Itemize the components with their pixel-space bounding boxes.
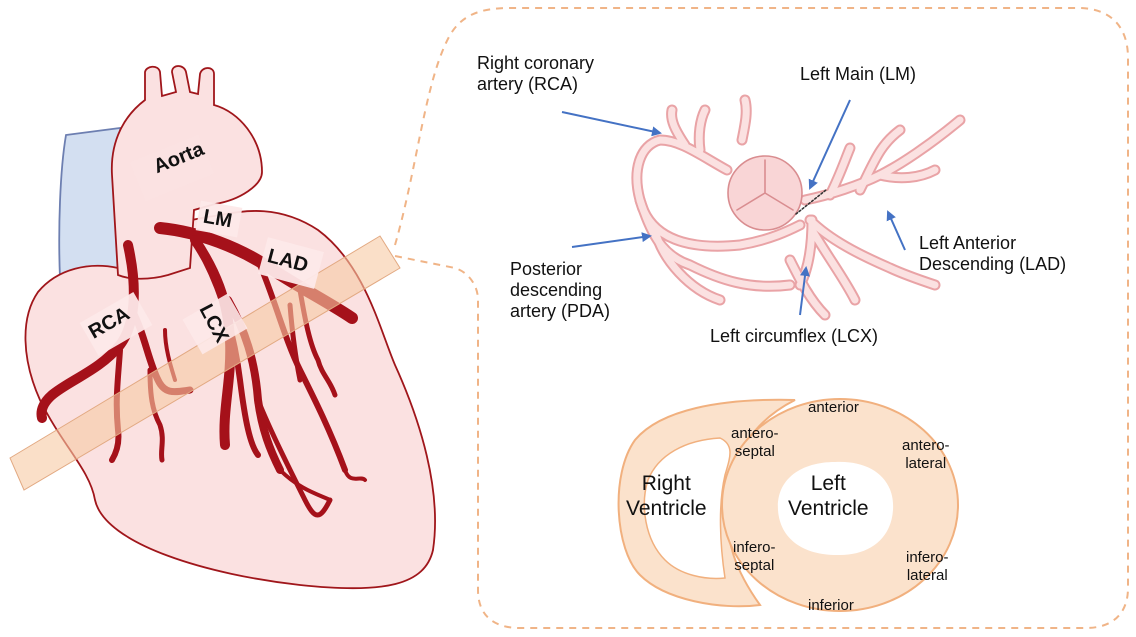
- coronary-tree: [637, 100, 960, 315]
- label-left-anterior-descending: Left Anterior Descending (LAD): [919, 233, 1066, 275]
- segment-anteroseptal: antero- septal: [731, 425, 779, 460]
- segment-inferolateral: infero- lateral: [906, 549, 949, 584]
- label-left-ventricle: Left Ventricle: [788, 472, 869, 522]
- label-left-main: Left Main (LM): [800, 64, 916, 85]
- segment-inferoseptal: infero- septal: [733, 539, 776, 574]
- segment-inferior: inferior: [808, 597, 854, 615]
- label-left-circumflex: Left circumflex (LCX): [710, 326, 878, 347]
- segment-anterolateral: antero- lateral: [902, 437, 950, 472]
- label-right-coronary-artery: Right coronary artery (RCA): [477, 53, 594, 95]
- label-posterior-descending-artery: Posterior descending artery (PDA): [510, 259, 610, 323]
- label-right-ventricle: Right Ventricle: [626, 472, 707, 522]
- label-lm: LM: [201, 206, 234, 234]
- segment-anterior: anterior: [808, 399, 859, 417]
